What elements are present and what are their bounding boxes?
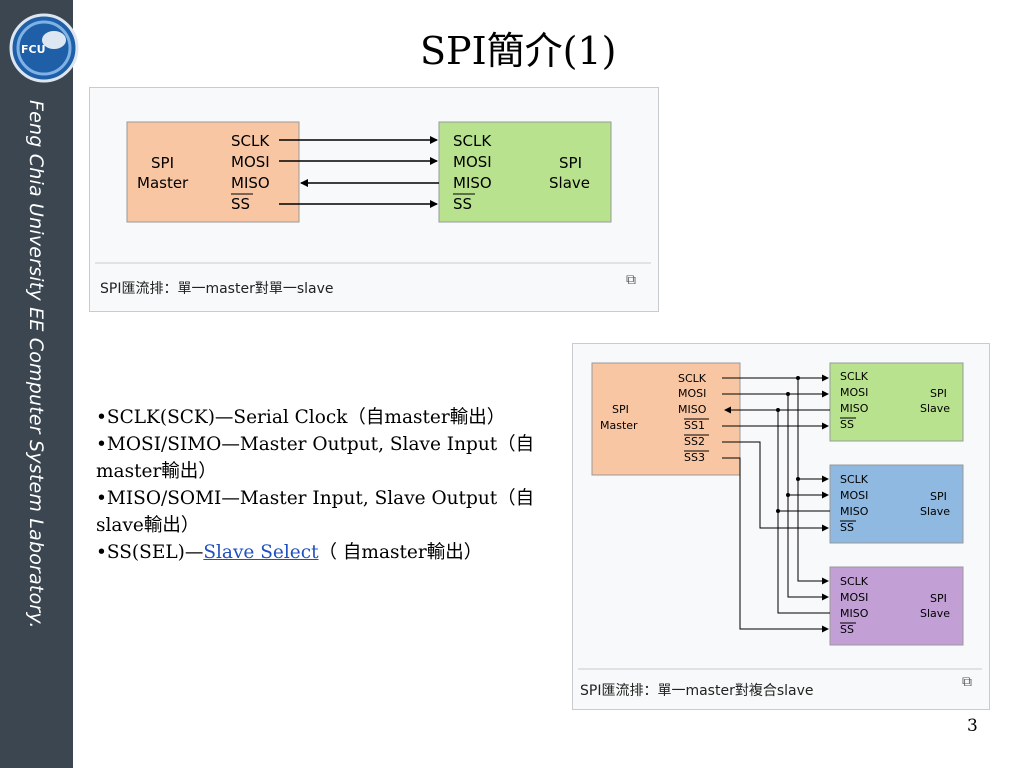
spi-slave-3-box	[829, 566, 964, 646]
bullet-miso: •MISO/SOMI—Master Input, Slave Output（自s…	[96, 488, 535, 536]
master-pin-ss3: SS3	[684, 451, 705, 464]
diagram2-caption: SPI匯流排：單一master對複合slave	[580, 683, 814, 699]
logo-text: FCU	[21, 43, 46, 56]
master-pin-ss2: SS2	[684, 435, 705, 448]
sidebar	[0, 0, 73, 768]
page-number: 3	[967, 716, 978, 736]
bullet-sclk: •SCLK(SCK)—Serial Clock（自master輸出）	[96, 407, 506, 428]
slave-pin-sclk: SCLK	[453, 132, 492, 150]
slave3-pin-ss: SS	[840, 623, 854, 636]
sidebar-vertical-text: Feng Chia University EE Computer System …	[25, 100, 47, 629]
slave3-pin-miso: MISO	[840, 607, 869, 620]
slide-title: SPI簡介(1)	[420, 29, 617, 73]
junction-dots	[776, 376, 800, 513]
slave2-pin-mosi: MOSI	[840, 489, 868, 502]
spi-master-box	[591, 362, 741, 476]
enlarge-icon[interactable]: ⧉	[626, 272, 636, 288]
slave-pin-ss: SS	[453, 195, 472, 213]
master-pin-ss: SS	[231, 195, 250, 213]
master-pin-mosi: MOSI	[678, 387, 706, 400]
spi-slave-2-box	[829, 464, 964, 544]
spi-slave-box	[438, 121, 612, 223]
master-pin-miso: MISO	[678, 403, 707, 416]
slave1-pin-miso: MISO	[840, 402, 869, 415]
diagram2: SPI Master SCLK MOSI MISO SS1 SS2 SS3 SC…	[578, 362, 982, 670]
slave-pin-mosi: MOSI	[453, 153, 492, 171]
slave2-pin-miso: MISO	[840, 505, 869, 518]
slave2-pin-sclk: SCLK	[840, 473, 869, 486]
slave1-pin-sclk: SCLK	[840, 370, 869, 383]
bullet-ss-prefix: •SS(SEL)—	[96, 542, 204, 563]
slave1-label-1: SPI	[930, 387, 947, 400]
slave1-pin-mosi: MOSI	[840, 386, 868, 399]
enlarge-icon[interactable]: ⧉	[962, 674, 972, 690]
spi-master-box	[126, 121, 300, 223]
bullet-mosi: •MOSI/SIMO—Master Output, Slave Input（自m…	[96, 434, 535, 482]
slave3-label-1: SPI	[930, 592, 947, 605]
diagram1-caption: SPI匯流排：單一master對單一slave	[100, 281, 334, 297]
slave3-pin-mosi: MOSI	[840, 591, 868, 604]
master-label-1: SPI	[151, 154, 174, 172]
bullet-ss: •SS(SEL)—Slave Select（ 自master輸出）	[96, 539, 552, 566]
bullet-ss-suffix: （ 自master輸出）	[318, 542, 483, 563]
slave3-pin-sclk: SCLK	[840, 575, 869, 588]
slave1-label-2: Slave	[920, 402, 950, 415]
master-pin-mosi: MOSI	[231, 153, 270, 171]
slave-label-2: Slave	[549, 174, 590, 192]
master-pin-sclk: SCLK	[231, 132, 270, 150]
slave1-pin-ss: SS	[840, 418, 854, 431]
slave2-pin-ss: SS	[840, 521, 854, 534]
master-label-2: Master	[137, 174, 189, 192]
spi-slave-1-box	[829, 362, 964, 442]
slave-label-1: SPI	[559, 154, 582, 172]
slave3-label-2: Slave	[920, 607, 950, 620]
master-pin-miso: MISO	[231, 174, 270, 192]
master-label-2: Master	[600, 419, 638, 432]
slave2-label-1: SPI	[930, 490, 947, 503]
master-pin-ss1: SS1	[684, 419, 705, 432]
bus-wiring	[722, 374, 830, 633]
master-label-1: SPI	[612, 403, 629, 416]
master-pin-sclk: SCLK	[678, 372, 707, 385]
slave-select-link[interactable]: Slave Select	[203, 542, 319, 563]
slave-pin-miso: MISO	[453, 174, 492, 192]
bullet-list: •SCLK(SCK)—Serial Clock（自master輸出） •MOSI…	[96, 404, 552, 566]
diagram1: SPI Master SCLK MOSI MISO SS SCLK MOSI M…	[95, 121, 651, 264]
university-logo: FCU	[9, 13, 79, 83]
slave2-label-2: Slave	[920, 505, 950, 518]
